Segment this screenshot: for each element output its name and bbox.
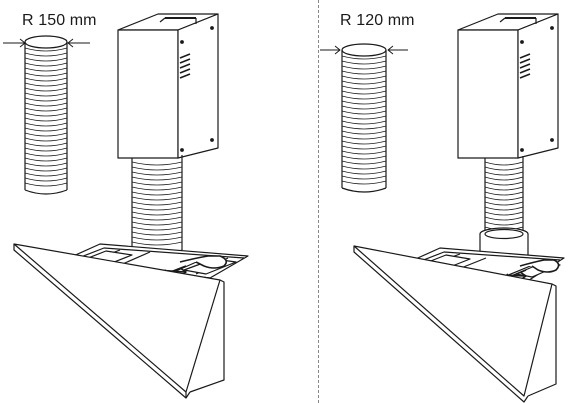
panel-divider [318, 0, 319, 403]
dimension-label-r120: R 120 mm [340, 12, 415, 29]
duct-ribs [484, 161, 524, 231]
dimension-arrows [320, 45, 408, 55]
flexible-duct-loose [341, 43, 387, 193]
flexible-duct-loose [24, 35, 68, 195]
hood-glass-panel [13, 243, 225, 399]
hood-glass-panel [353, 245, 557, 403]
hood-illustration-r120 [320, 13, 565, 403]
duct-ribs [341, 55, 387, 185]
panel-r150: R 150 mm [3, 12, 249, 399]
hood-illustration-r150 [3, 13, 249, 399]
panel-r120: R 120 mm [320, 0, 572, 403]
chimney-box [457, 13, 559, 159]
dimension-label-r150: R 150 mm [22, 12, 97, 29]
vent-slots [519, 53, 531, 79]
dimension-arrows [3, 38, 90, 48]
duct-ribs [131, 161, 183, 246]
chimney-box [117, 13, 219, 159]
duct-ribs [24, 47, 68, 187]
vent-slots [179, 53, 191, 79]
flexible-duct-installed [479, 156, 529, 268]
